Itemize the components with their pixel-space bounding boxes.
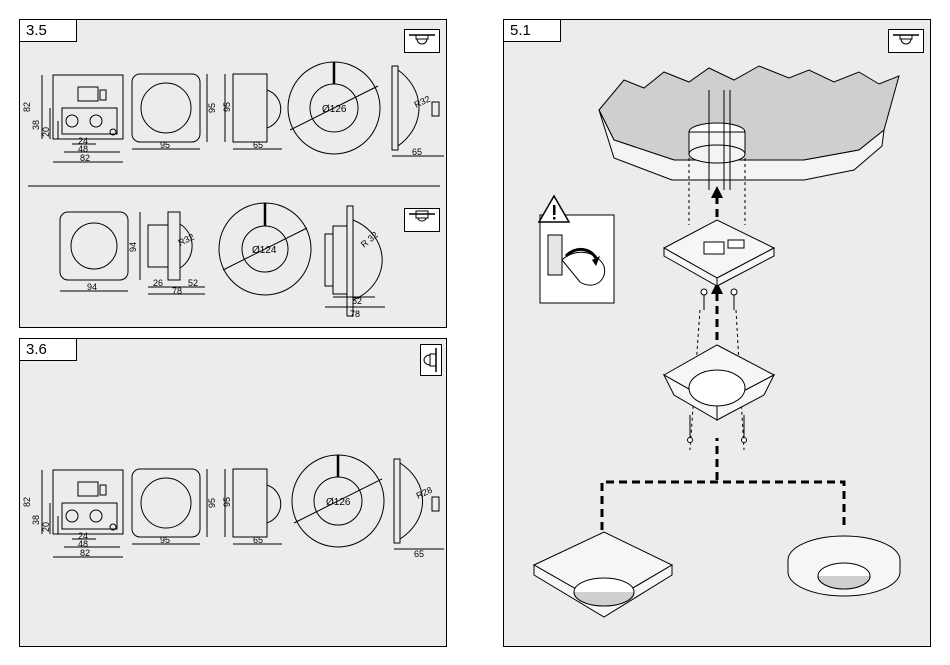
dim-plate-width: 95 xyxy=(160,140,170,150)
cover-plate-front xyxy=(132,74,207,149)
dome-profile xyxy=(392,66,444,156)
panel-3-6: 3.6 82 38 20 24 48 82 95 xyxy=(19,338,447,647)
dim-dome-depth: 65 xyxy=(412,147,422,157)
dim-ring-diameter: Ø126 xyxy=(322,104,347,115)
dim-flush-side-1: 26 xyxy=(153,278,163,288)
dim-flush-radius: R 32 xyxy=(359,230,380,250)
dim-box-height: 82 xyxy=(22,497,32,507)
dim-box-width: 82 xyxy=(80,548,90,558)
dim-side-height: 95 xyxy=(222,497,232,507)
dim-flush-side-height: 94 xyxy=(128,242,138,252)
dim-box-sub-2: 20 xyxy=(41,522,51,532)
dimension-drawings-3-5: 82 38 20 24 48 82 95 95 95 65 xyxy=(20,20,447,328)
dim-box-sub-2: 20 xyxy=(41,127,51,137)
dim-side-depth: 65 xyxy=(253,535,263,545)
warning-icon xyxy=(539,196,569,222)
power-off-warning xyxy=(540,215,614,303)
dim-flush-side-2: 52 xyxy=(188,278,198,288)
installation-drawing xyxy=(504,20,931,647)
dim-plate-height: 95 xyxy=(207,498,217,508)
dim-box-sub-1: 38 xyxy=(31,515,41,525)
dim-flush-side-radius: R32 xyxy=(177,232,196,248)
dim-dome-radius: R32 xyxy=(413,94,432,110)
panel-3-5: 3.5 82 38 20 24 48 82 xyxy=(19,19,447,328)
dim-side-depth: 65 xyxy=(253,140,263,150)
dim-dome-depth: 65 xyxy=(414,549,424,559)
dim-box-width: 82 xyxy=(80,153,90,163)
flush-plate-front xyxy=(60,212,128,291)
base-plate xyxy=(664,220,774,286)
detector-side-view xyxy=(225,74,282,149)
dim-box-sub-1: 38 xyxy=(31,120,41,130)
dim-plate-height: 95 xyxy=(207,103,217,113)
panel-5-1: 5.1 xyxy=(503,19,931,647)
dimension-drawings-3-6: 82 38 20 24 48 82 95 95 95 65 Ø126 xyxy=(20,339,447,647)
dim-flush-ring-diameter: Ø124 xyxy=(252,245,277,256)
cover-plate-front xyxy=(132,469,207,544)
variant-connector xyxy=(602,482,844,530)
detector-unit xyxy=(664,345,774,420)
dim-dome-radius: R28 xyxy=(415,485,434,501)
square-cover xyxy=(534,532,672,617)
dim-box-height: 82 xyxy=(22,102,32,112)
dome-profile xyxy=(394,459,444,549)
dim-side-height: 95 xyxy=(222,102,232,112)
dim-ring-diameter: Ø126 xyxy=(326,497,351,508)
ceiling-slab xyxy=(599,66,899,180)
dim-flush-plate-width: 94 xyxy=(87,282,97,292)
round-cover xyxy=(788,536,900,596)
dim-flush-dim-1: 52 xyxy=(352,296,362,306)
dim-flush-side-total: 78 xyxy=(172,286,182,296)
dim-plate-width: 95 xyxy=(160,535,170,545)
detector-side-view xyxy=(225,469,282,544)
dim-flush-total: 78 xyxy=(350,309,360,319)
